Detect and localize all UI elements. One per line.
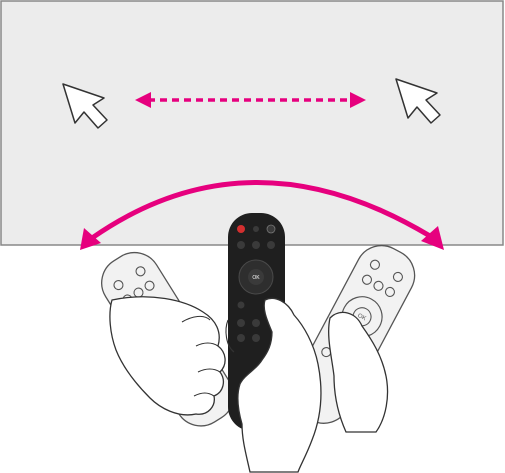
mouse-pointer-icon-right <box>395 78 441 124</box>
remote-right-ok-label: OK <box>356 313 366 322</box>
tv-screen <box>0 0 504 246</box>
remote-main-buttons: OK <box>237 224 276 342</box>
remote-main-ok-label: OK <box>252 275 260 281</box>
remote-sweep-arc <box>80 180 444 250</box>
left-hand <box>109 296 226 416</box>
right-side-hand <box>328 311 389 433</box>
cursor-motion-arrow <box>135 92 366 108</box>
center-hand <box>225 297 322 473</box>
mouse-pointer-icon-left <box>62 83 108 129</box>
